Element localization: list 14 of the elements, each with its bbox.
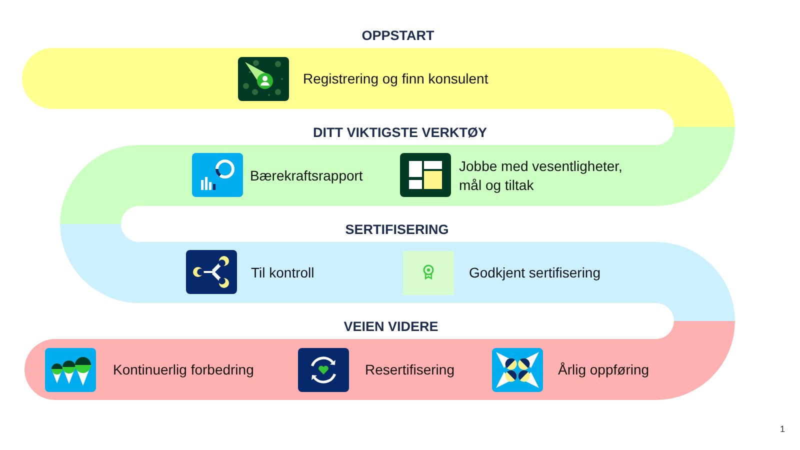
section-heading: VEIEN VIDERE: [344, 319, 438, 335]
step-label: Bærekraftsrapport: [250, 166, 363, 186]
section-heading: DITT VIKTIGSTE VERKTØY: [313, 125, 487, 141]
section-heading: SERTIFISERING: [345, 222, 449, 238]
page-number: 1: [780, 424, 786, 435]
step-label: Godkjent sertifisering: [469, 264, 601, 282]
step-label: Årlig oppføring: [558, 360, 650, 380]
step-label: Resertifisering: [365, 360, 454, 380]
stage-band: [60, 124, 735, 224]
step-label: Til kontroll: [251, 264, 314, 282]
step-label: Kontinuerlig forbedring: [113, 360, 254, 380]
step-label: Jobbe med vesentligheter, mål og tiltak: [459, 157, 624, 195]
section-heading: OPPSTART: [362, 28, 434, 44]
step-label: Registrering og finn konsulent: [303, 70, 488, 88]
